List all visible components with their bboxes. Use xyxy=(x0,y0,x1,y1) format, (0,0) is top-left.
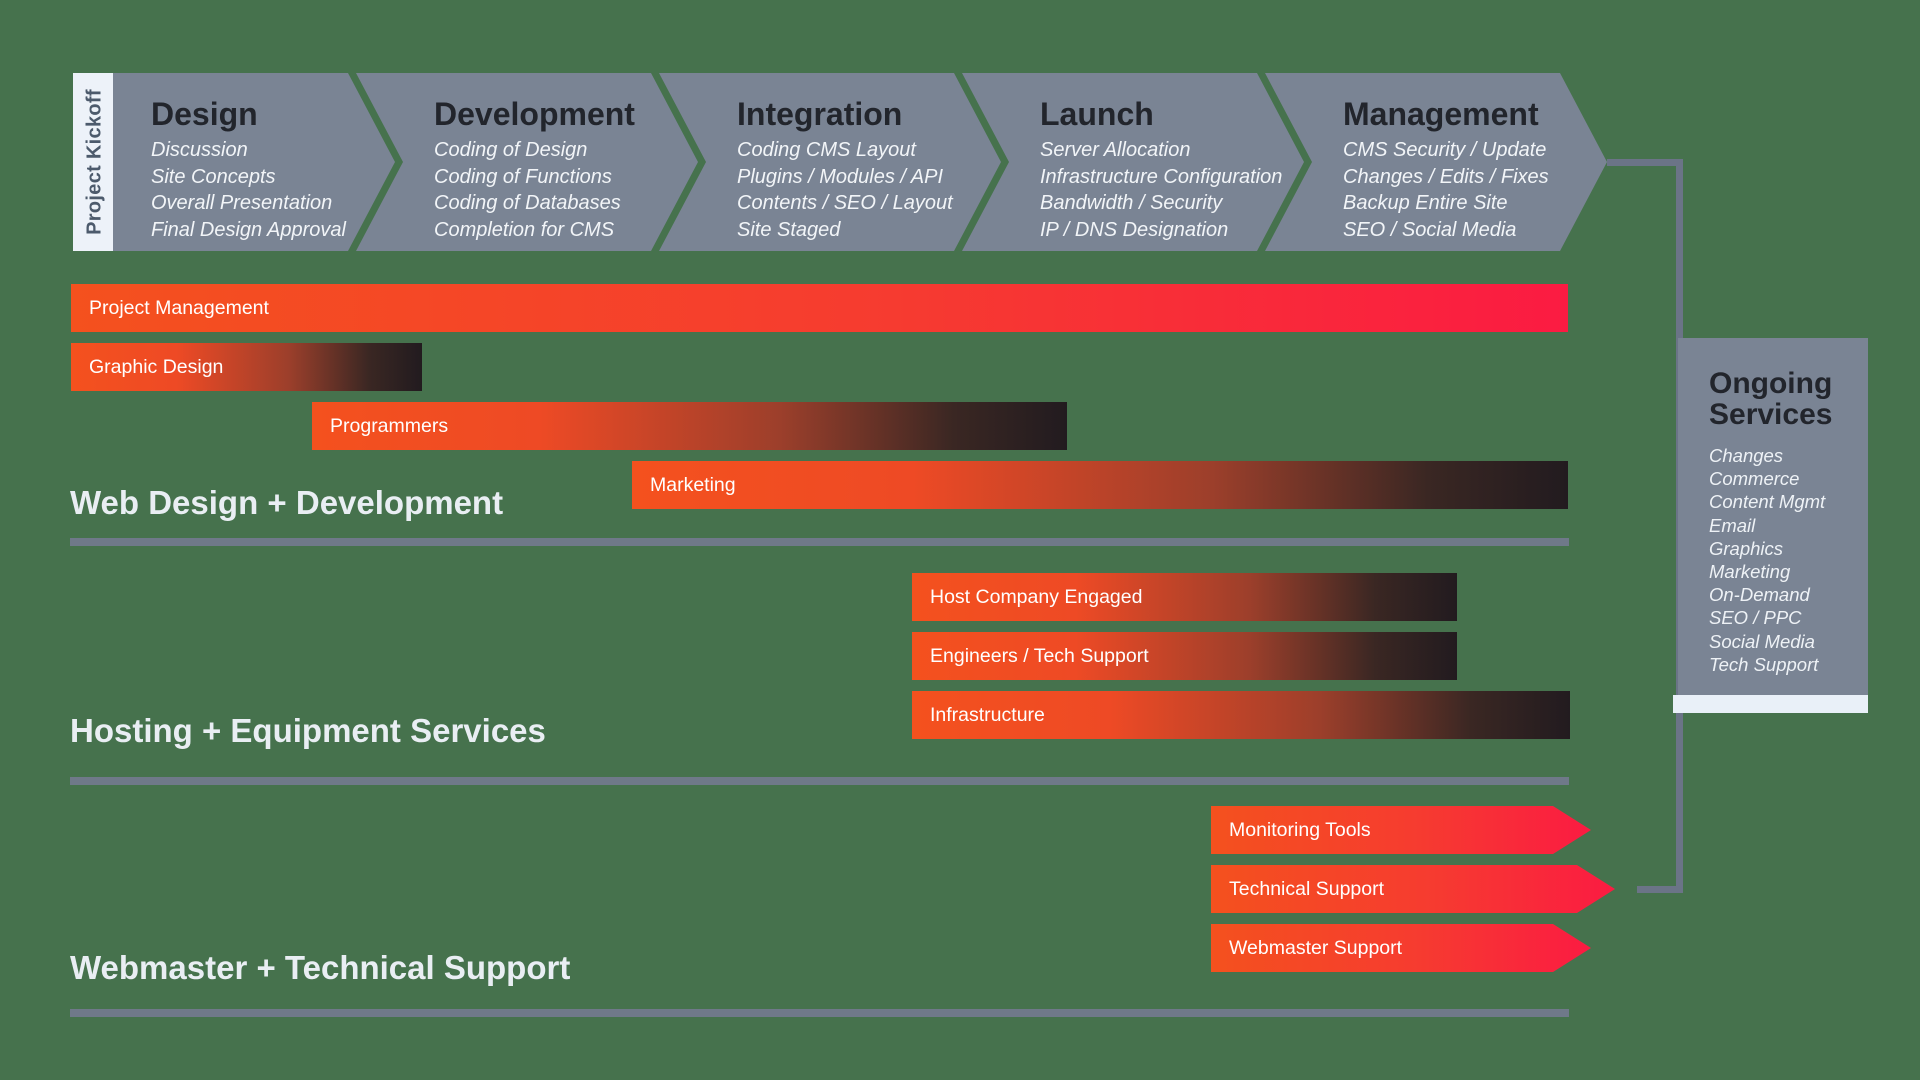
phase-item: Final Design Approval xyxy=(151,218,346,241)
bar-webmaster-support: Webmaster Support xyxy=(1211,924,1591,972)
phase-item: Coding of Functions xyxy=(434,165,612,188)
ongoing-service-item: Tech Support xyxy=(1709,653,1819,675)
phase-item: CMS Security / Update xyxy=(1343,139,1547,161)
phase-title: Management xyxy=(1343,96,1539,132)
phase-item: Backup Entire Site xyxy=(1343,192,1508,214)
phase-chevron-design: Design Discussion Site Concepts Overall … xyxy=(113,73,395,251)
phase-chevron-development: Development Coding of Design Coding of F… xyxy=(356,73,698,251)
ongoing-service-item: SEO / PPC xyxy=(1709,607,1802,629)
phase-item: Completion for CMS xyxy=(434,218,615,241)
phase-item: Coding CMS Layout xyxy=(737,139,916,161)
section-label-webmaster-technical-support: Webmaster + Technical Support xyxy=(70,949,571,986)
phase-item: Infrastructure Configuration xyxy=(1040,165,1283,188)
phase-item: Coding of Design xyxy=(434,139,588,161)
ongoing-service-item: Marketing xyxy=(1709,561,1791,583)
project-kickoff-tab: Project Kickoff xyxy=(73,73,116,251)
phase-chevron-integration: Integration Coding CMS Layout Plugins / … xyxy=(659,73,1001,251)
phase-item: IP / DNS Designation xyxy=(1040,218,1229,241)
section-divider xyxy=(70,777,1569,785)
section-label-web-design-development: Web Design + Development xyxy=(70,484,504,521)
bracket-top-segment xyxy=(1607,159,1683,166)
phase-title: Integration xyxy=(737,96,903,132)
phase-item: Server Allocation xyxy=(1040,139,1191,161)
phase-item: Contents / SEO / Layout xyxy=(737,192,953,214)
phase-item: Bandwidth / Security xyxy=(1040,192,1223,214)
section-divider xyxy=(70,1009,1569,1017)
phase-item: SEO / Social Media xyxy=(1343,218,1517,241)
phase-chevron-launch: Launch Server Allocation Infrastructure … xyxy=(962,73,1304,251)
phase-item: Overall Presentation xyxy=(151,192,333,214)
ongoing-services-title: Ongoing Services xyxy=(1709,367,1833,431)
phase-item: Changes / Edits / Fixes xyxy=(1343,165,1549,188)
phase-item: Discussion xyxy=(151,139,248,161)
ongoing-service-item: Content Mgmt xyxy=(1709,491,1826,513)
phase-item: Site Concepts xyxy=(151,165,276,188)
ongoing-service-item: On-Demand xyxy=(1709,584,1810,606)
project-kickoff-label: Project Kickoff xyxy=(83,89,105,235)
ongoing-service-item: Graphics xyxy=(1709,537,1784,559)
phase-chevron-management: Management CMS Security / Update Changes… xyxy=(1265,73,1607,251)
bar-graphic-design: Graphic Design xyxy=(71,343,422,391)
phase-item: Site Staged xyxy=(737,218,841,241)
bar-programmers: Programmers xyxy=(312,402,1067,450)
ongoing-service-item: Social Media xyxy=(1709,630,1815,652)
section-divider xyxy=(70,538,1569,546)
bar-marketing: Marketing xyxy=(632,461,1568,509)
bar-monitoring-tools: Monitoring Tools xyxy=(1211,806,1591,854)
phase-title: Launch xyxy=(1040,96,1154,132)
bar-host-company-engaged: Host Company Engaged xyxy=(912,573,1457,621)
bar-project-management: Project Management xyxy=(71,284,1568,332)
ongoing-service-item: Changes xyxy=(1709,445,1784,466)
phase-item: Coding of Databases xyxy=(434,192,621,214)
ongoing-service-item: Email xyxy=(1709,514,1756,536)
phase-title: Design xyxy=(151,96,258,132)
bar-infrastructure: Infrastructure xyxy=(912,691,1570,739)
ongoing-service-item: Commerce xyxy=(1709,468,1800,490)
section-label-hosting-equipment-services: Hosting + Equipment Services xyxy=(70,712,546,749)
phase-item: Plugins / Modules / API xyxy=(737,165,944,188)
phase-title: Development xyxy=(434,96,635,132)
bracket-bottom-segment xyxy=(1637,886,1683,893)
bar-technical-support: Technical Support xyxy=(1211,865,1615,913)
ongoing-services-panel: Ongoing Services Changes Commerce Conten… xyxy=(1678,338,1868,695)
ongoing-services-bottom-strip xyxy=(1673,695,1868,713)
bar-engineers-tech-support: Engineers / Tech Support xyxy=(912,632,1457,680)
